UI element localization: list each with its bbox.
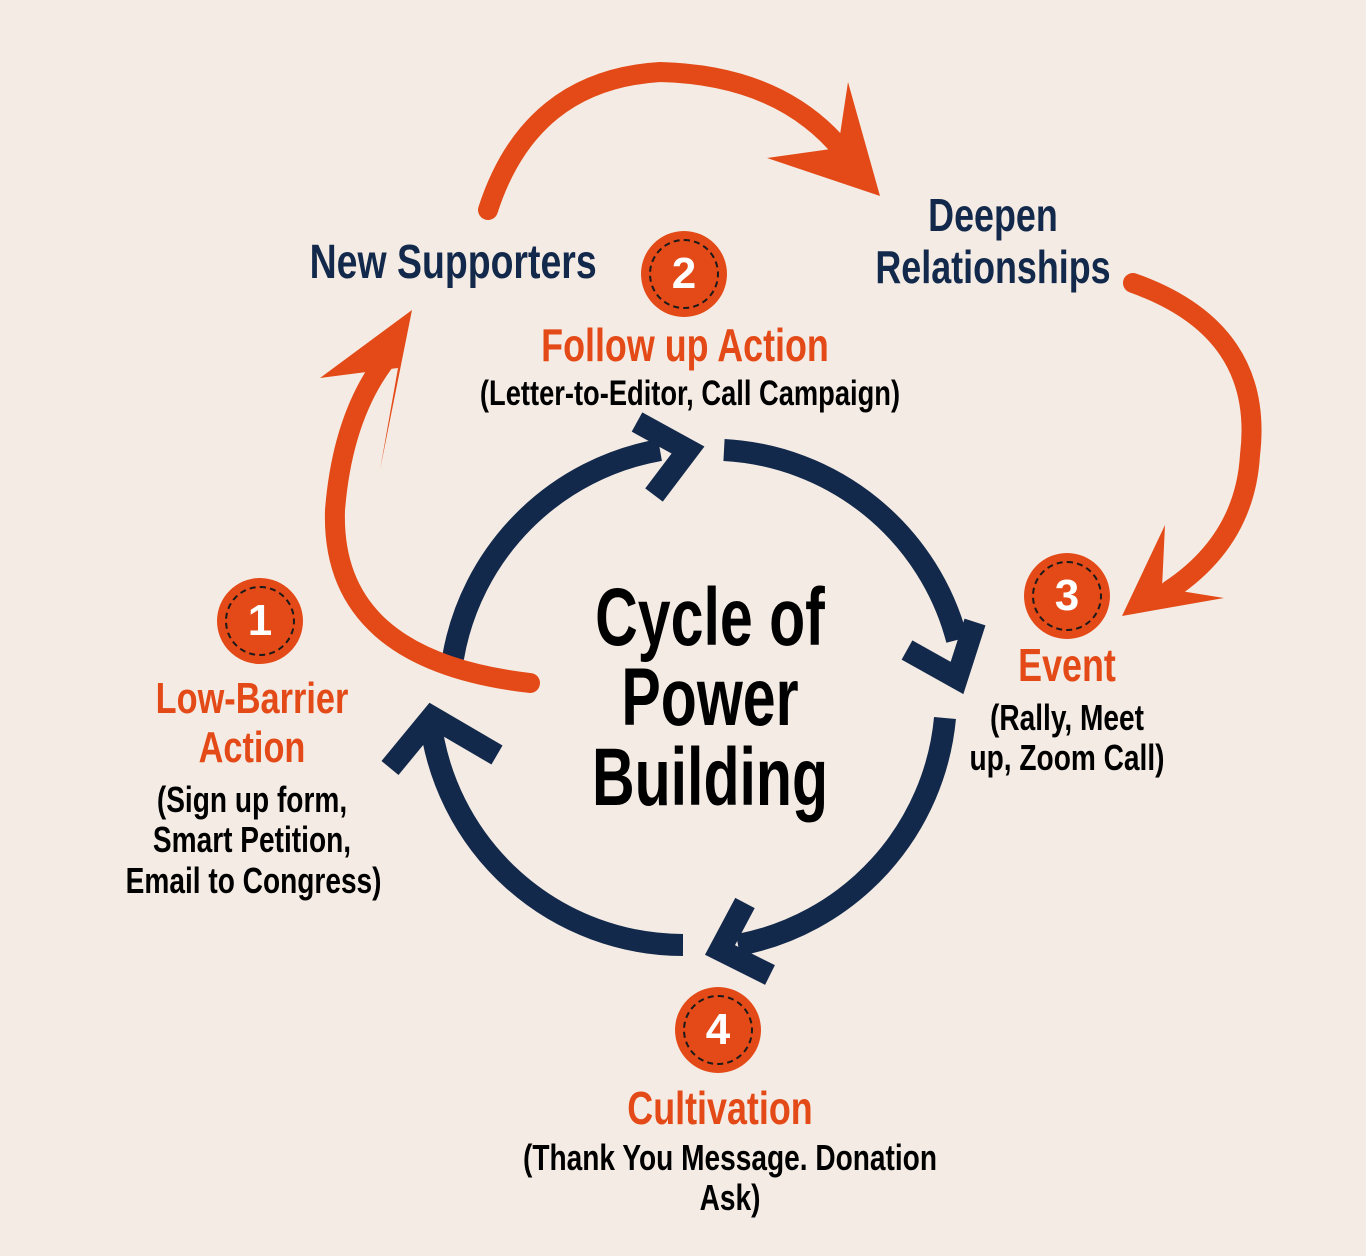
inner-arrowhead-top-right	[901, 618, 986, 695]
step-3-title: Event	[1018, 639, 1116, 691]
step-4-title: Cultivation	[627, 1082, 813, 1134]
center-title: Cycle of Power Building	[591, 572, 829, 823]
inner-arrowhead-bottom-left	[381, 702, 503, 775]
step-2-details: (Letter-to-Editor, Call Campaign)	[479, 374, 901, 413]
step-3-badge: 3	[1024, 553, 1110, 639]
outer-arrow-right	[1123, 273, 1262, 600]
new-supporters-label: New Supporters	[309, 236, 597, 289]
outer-arrowhead-left	[320, 310, 412, 470]
step-2-title: Follow up Action	[541, 319, 829, 371]
step-2-badge: 2	[641, 231, 727, 317]
step-4-badge: 4	[675, 987, 761, 1073]
inner-arrow-right-bottom	[735, 716, 956, 956]
inner-arrow-top-right	[723, 439, 968, 643]
inner-arrow-bottom-left	[419, 716, 684, 956]
step-1-details: (Sign up form, Smart Petition, Email to …	[125, 779, 382, 901]
outer-arrowhead-right	[1122, 525, 1224, 616]
inner-arrowhead-right-bottom	[704, 897, 775, 985]
deepen-relationships-label: Deepen Relationships	[875, 189, 1111, 293]
step-1-badge: 1	[217, 578, 303, 664]
step-3-details: (Rally, Meet up, Zoom Call)	[969, 697, 1165, 779]
outer-arrowhead-top	[767, 82, 880, 196]
outer-arrow-left	[324, 342, 540, 693]
outer-arrow-top	[478, 61, 852, 220]
step-4-details: (Thank You Message. Donation Ask)	[523, 1137, 937, 1219]
inner-arrow-left-top	[442, 439, 662, 660]
inner-arrowhead-left-top	[631, 412, 705, 502]
step-1-title: Low-Barrier Action	[155, 674, 349, 773]
